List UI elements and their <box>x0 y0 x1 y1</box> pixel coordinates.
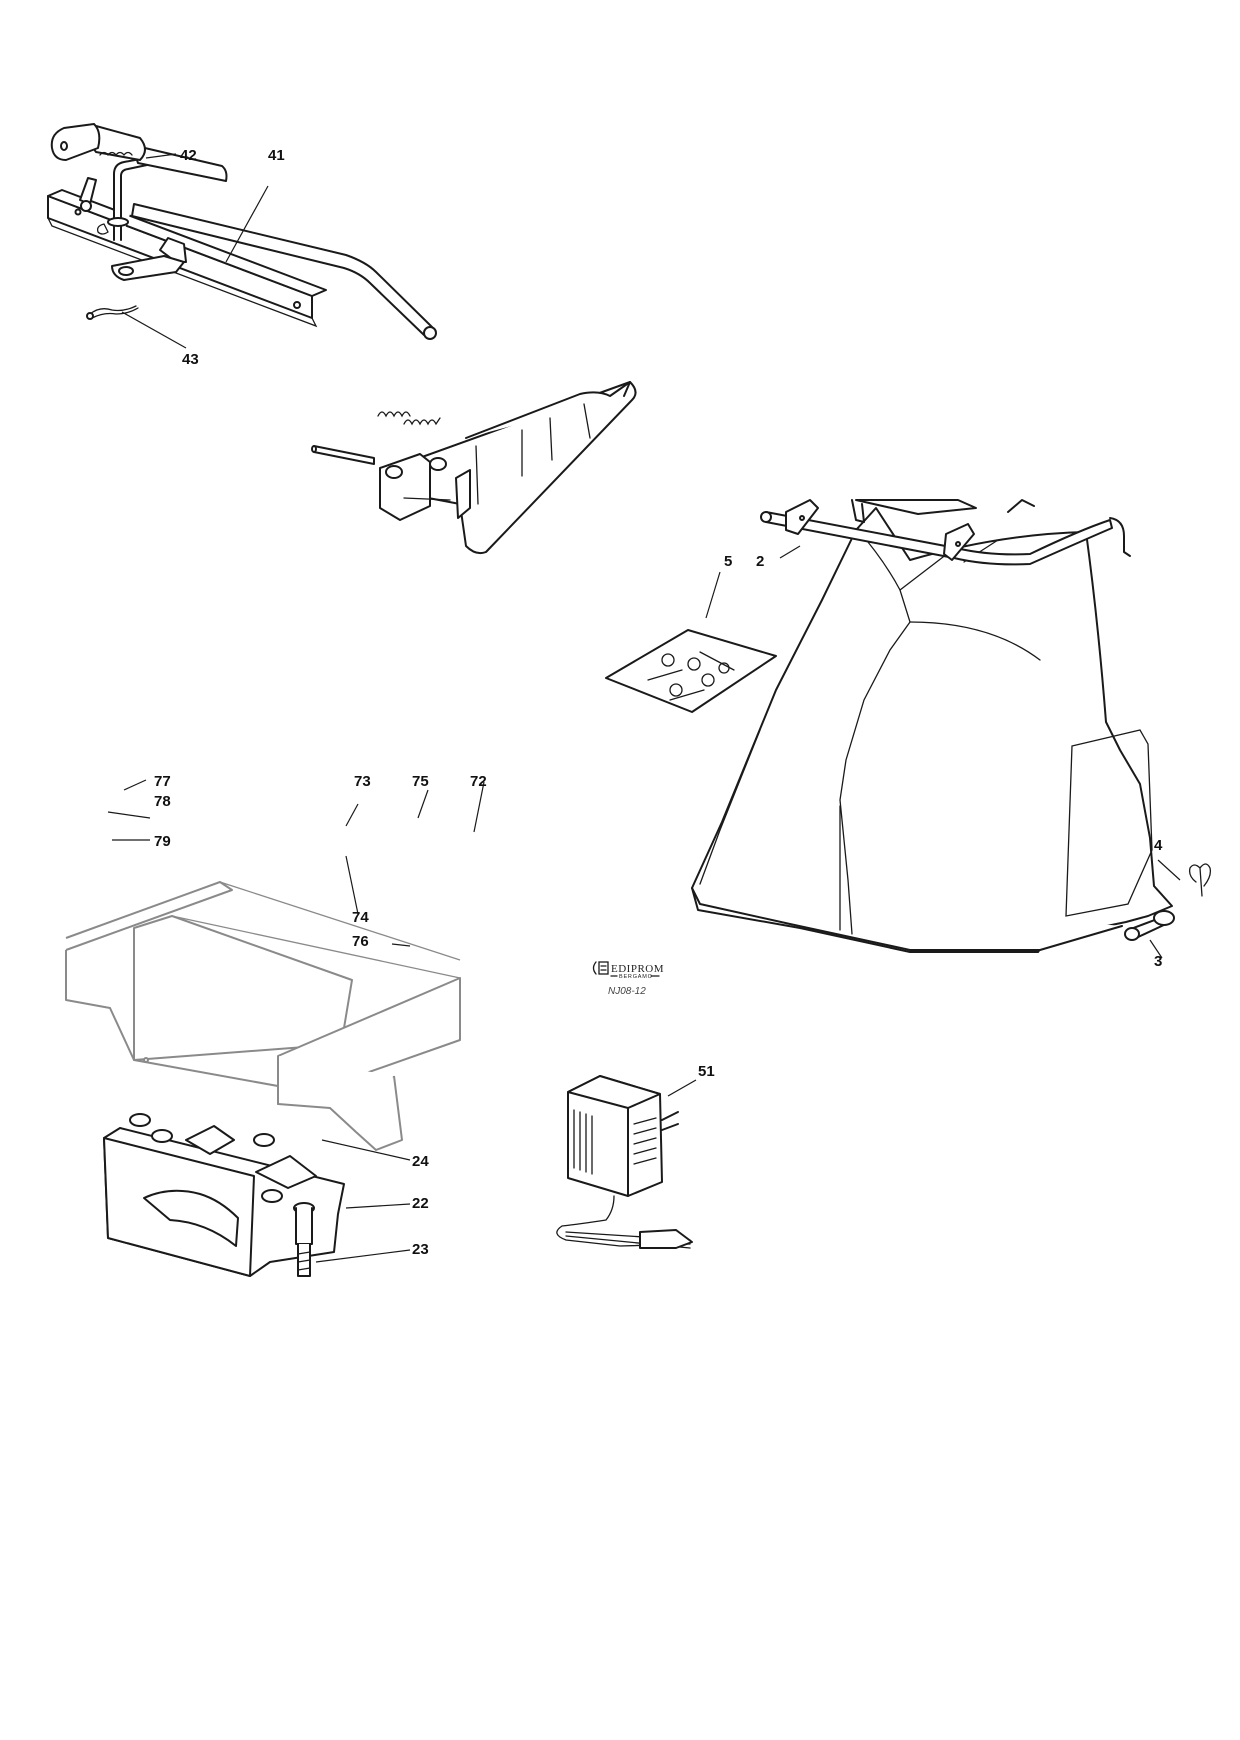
drawing-code: NJ08-12 <box>608 986 646 997</box>
callout-labels: 42 41 43 5 2 77 78 79 73 75 72 74 76 4 3… <box>154 147 1163 1258</box>
callout-24: 24 <box>412 1153 429 1170</box>
publisher-logo: EDIPROM BERGAMO NJ08-12 <box>592 961 664 997</box>
ediprom-logo-mark <box>592 961 609 975</box>
callout-74: 74 <box>352 909 369 926</box>
counterweight <box>103 1113 345 1277</box>
callout-41: 41 <box>268 147 285 164</box>
callout-72: 72 <box>470 773 487 790</box>
callout-22: 22 <box>412 1195 429 1212</box>
grass-catcher-assembly <box>691 499 1173 953</box>
callout-5: 5 <box>724 553 732 570</box>
callout-42: 42 <box>180 147 197 164</box>
callout-77: 77 <box>154 773 171 790</box>
logo-brand: EDIPROM <box>611 963 664 975</box>
counterweight-bolt <box>293 1202 315 1277</box>
chassis-outline <box>65 881 461 1151</box>
callout-78: 78 <box>154 793 171 810</box>
callout-23: 23 <box>412 1241 429 1258</box>
cotter-pin <box>1188 863 1212 897</box>
callout-4: 4 <box>1154 837 1163 854</box>
callout-43: 43 <box>182 351 199 368</box>
battery-charger <box>556 1075 693 1249</box>
callout-73: 73 <box>354 773 371 790</box>
logo-city: BERGAMO <box>619 974 653 980</box>
catcher-frame <box>760 499 1131 566</box>
leader-lines <box>107 153 1181 1263</box>
callout-76: 76 <box>352 933 369 950</box>
pivot-pin <box>311 445 375 465</box>
pedal-bracket <box>379 381 637 555</box>
callout-3: 3 <box>1154 953 1162 970</box>
callout-51: 51 <box>698 1063 715 1080</box>
callout-75: 75 <box>412 773 429 790</box>
callout-79: 79 <box>154 833 171 850</box>
callout-2: 2 <box>756 553 764 570</box>
spring-pair <box>377 411 441 426</box>
axle-pin <box>1124 910 1175 941</box>
hitch-bar-assembly <box>47 157 327 328</box>
hardware-bag <box>605 629 777 713</box>
lift-lever-assembly <box>50 123 437 340</box>
